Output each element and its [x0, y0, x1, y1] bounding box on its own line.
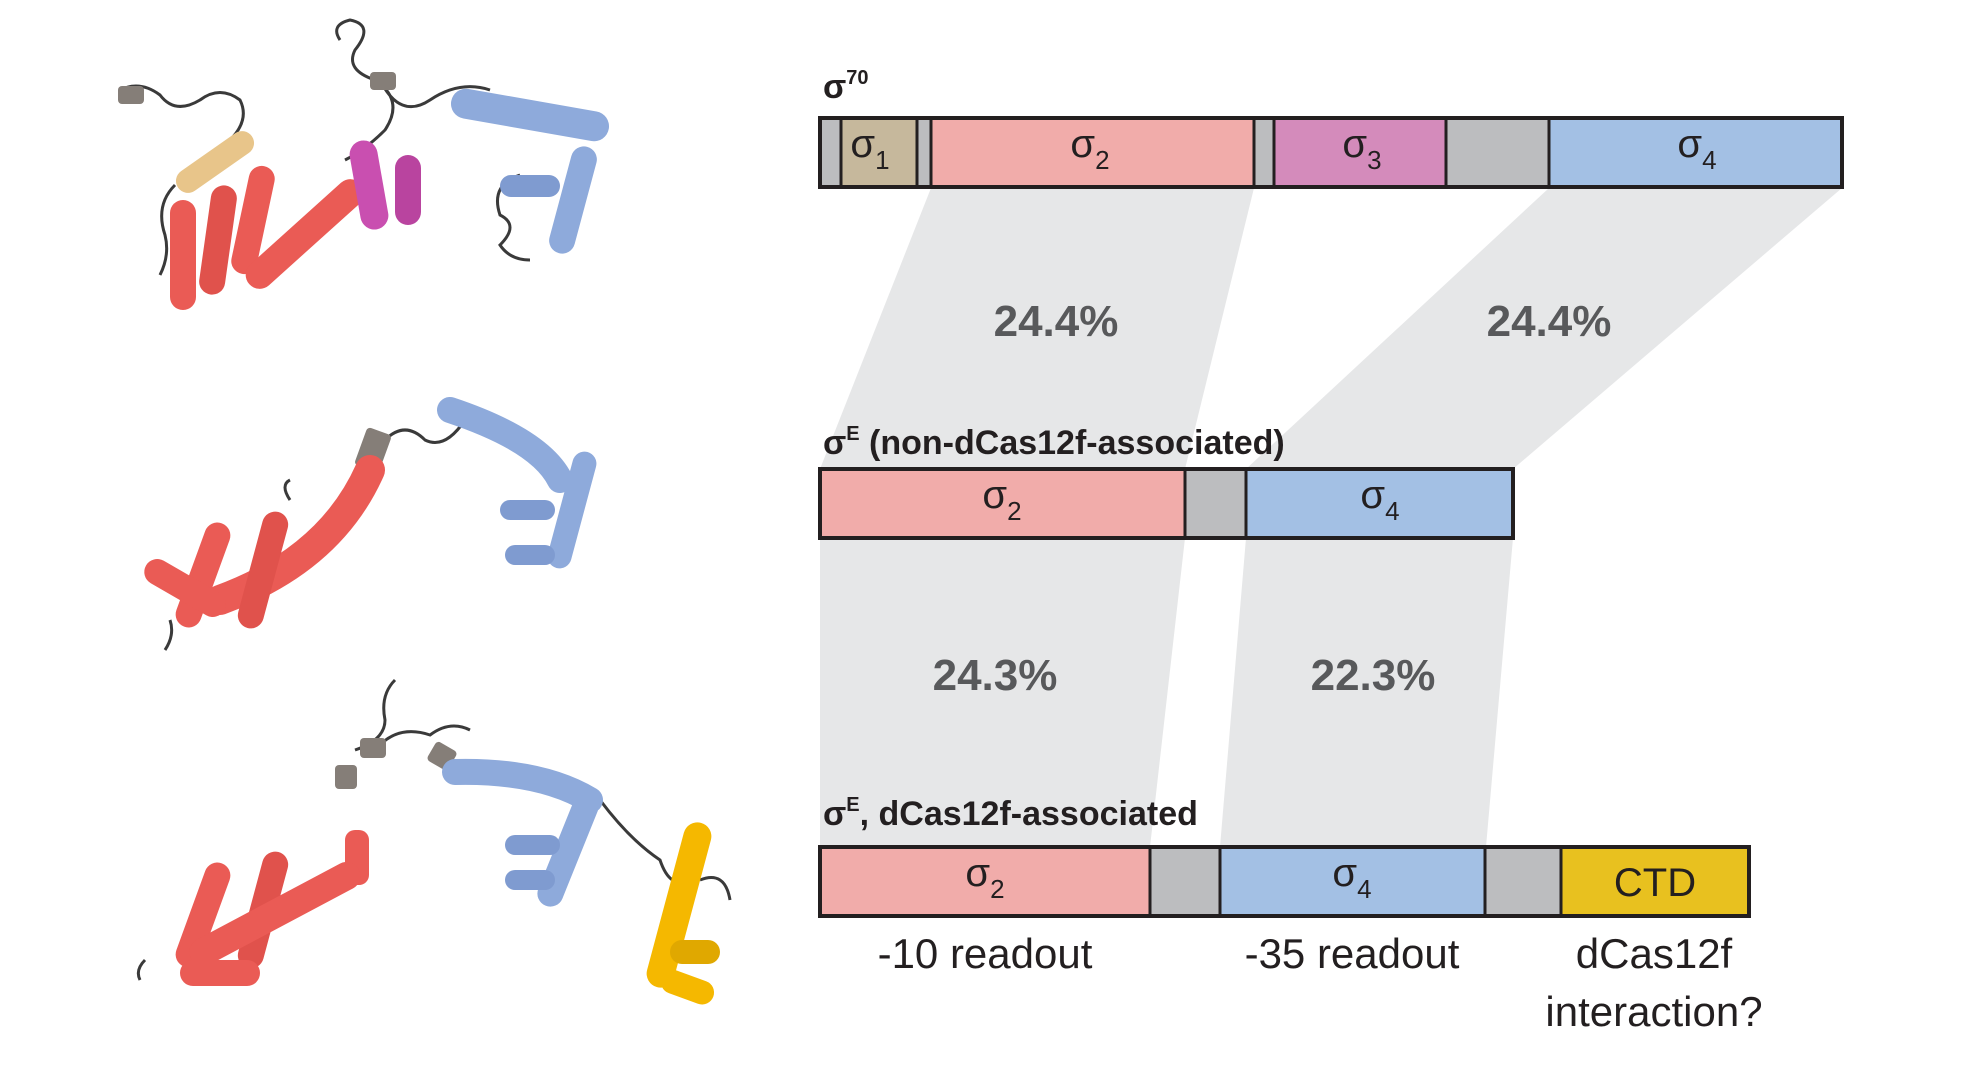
domain-bar-sigmaE-non-associated: σ2 σ4: [818, 467, 1515, 540]
identity-bottom-sigma2: 24.3%: [933, 651, 1058, 700]
linker-segment: [818, 116, 843, 189]
structure-sigma70: [118, 18, 610, 310]
structure-sigmaE-non-associated: [144, 397, 597, 651]
sigma4-label: σ4: [1360, 473, 1399, 526]
sigma2-segment: [818, 845, 1152, 918]
identity-top-sigma2: 24.4%: [994, 297, 1119, 346]
sigma2-label: σ2: [1070, 122, 1109, 175]
band-top-sigma4: [1246, 188, 1842, 469]
band-bottom-sigma4: [1220, 538, 1513, 847]
sigma1-label: σ1: [850, 122, 889, 175]
sigma4-segment: [1244, 467, 1515, 540]
domain-bar-sigma70: σ1 σ2 σ3 σ4: [818, 116, 1844, 189]
caption-minus10-readout: -10 readout: [878, 930, 1093, 977]
band-bottom-sigma2: [820, 538, 1185, 847]
row-label-sigma70: σ70: [823, 67, 869, 106]
identity-top-sigma4: 24.4%: [1487, 297, 1612, 346]
identity-bottom-sigma4: 22.3%: [1311, 651, 1436, 700]
domain-bar-sigmaE-associated: σ2 σ4 CTD: [818, 845, 1751, 918]
sigma4-label: σ4: [1677, 122, 1716, 175]
similarity-bands: [820, 188, 1842, 847]
caption-minus35-readout: -35 readout: [1245, 930, 1460, 977]
caption-ctd-line1: dCas12f: [1576, 930, 1733, 977]
ctd-label: CTD: [1614, 861, 1696, 905]
linker-segment: [1183, 467, 1248, 540]
band-top-sigma2: [820, 188, 1254, 469]
row-label-sigmaE-associated: σE, dCas12f-associated: [823, 794, 1198, 833]
structure-sigmaE-associated: [136, 678, 732, 1005]
ctd-segment: [1559, 845, 1751, 918]
linker-segment: [1252, 116, 1276, 189]
linker-segment: [915, 116, 933, 189]
sigma2-label: σ2: [982, 473, 1021, 526]
row-label-sigmaE-non-associated: σE (non-dCas12f-associated): [823, 423, 1285, 462]
sigma4-label: σ4: [1332, 851, 1371, 904]
caption-ctd-line2: interaction?: [1545, 988, 1762, 1035]
linker-segment: [1444, 116, 1551, 189]
linker-segment: [1483, 845, 1563, 918]
sigma3-label: σ3: [1342, 122, 1381, 175]
sigma2-label: σ2: [965, 851, 1004, 904]
linker-segment: [1148, 845, 1222, 918]
